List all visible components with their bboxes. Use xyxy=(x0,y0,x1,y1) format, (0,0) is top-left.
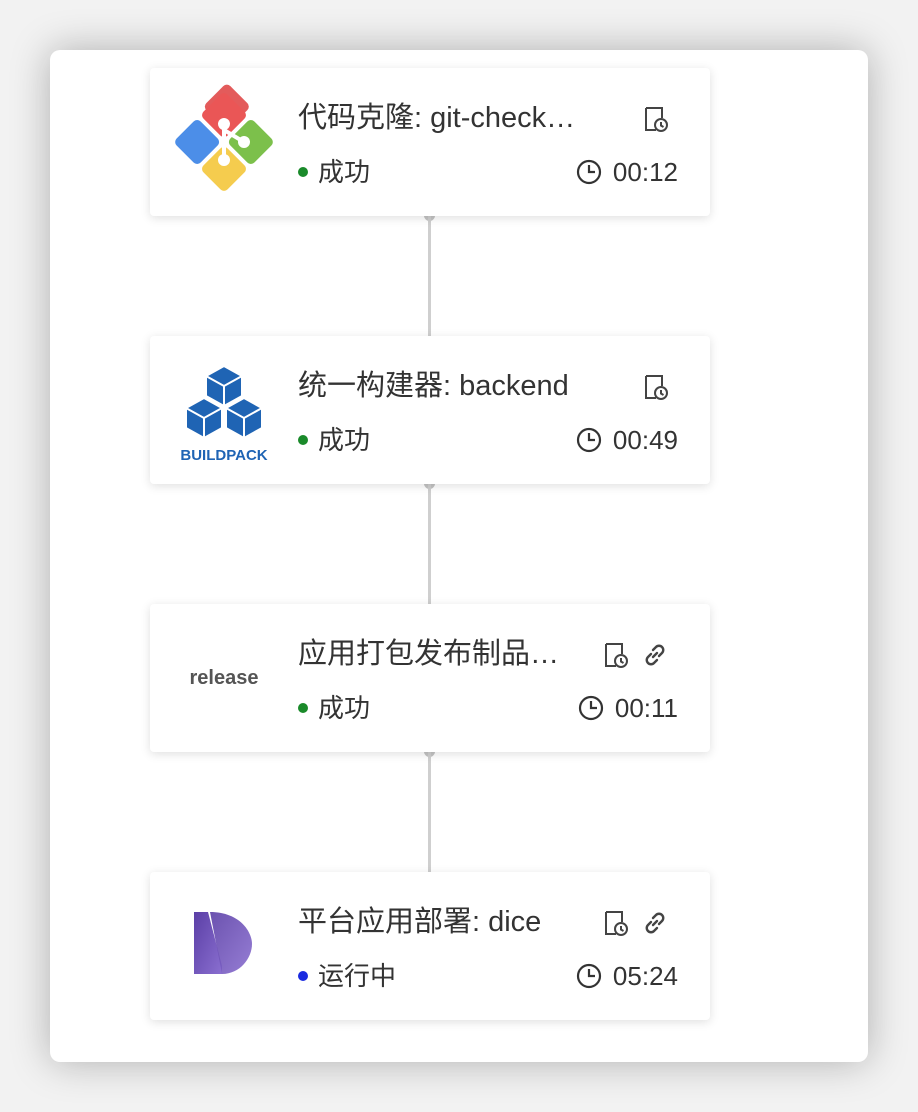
link-icon[interactable] xyxy=(640,908,670,938)
status-dot xyxy=(298,435,308,445)
duration-text: 05:24 xyxy=(612,961,678,991)
duration: 00:11 xyxy=(577,690,678,726)
status-dot xyxy=(298,703,308,713)
step-title: 代码克隆: git-check… xyxy=(298,102,576,134)
pipeline-step-release[interactable]: release 应用打包发布制品… 成功 00:11 xyxy=(150,604,710,752)
step-title: 平台应用部署: dice xyxy=(298,906,542,938)
clock-icon xyxy=(576,159,602,185)
duration-text: 00:12 xyxy=(612,157,678,187)
log-icon[interactable] xyxy=(640,372,670,402)
duration-text: 00:49 xyxy=(612,425,678,455)
step-title: 应用打包发布制品… xyxy=(298,638,560,670)
release-logo: release xyxy=(166,620,282,736)
status-badge: 成功 xyxy=(298,154,370,190)
pipeline-step-buildpack[interactable]: BUILDPACK 统一构建器: backend 成功 00:49 xyxy=(150,336,710,484)
clock-icon xyxy=(576,427,602,453)
status-dot xyxy=(298,971,308,981)
git-icon xyxy=(166,84,282,200)
buildpack-logo-text: BUILDPACK xyxy=(180,447,267,464)
link-icon[interactable] xyxy=(640,640,670,670)
log-icon[interactable] xyxy=(600,908,630,938)
log-icon[interactable] xyxy=(640,104,670,134)
clock-icon xyxy=(576,963,602,989)
duration-text: 00:11 xyxy=(614,693,678,723)
status-text: 运行中 xyxy=(318,961,397,991)
release-logo-text: release xyxy=(190,667,259,689)
status-text: 成功 xyxy=(318,157,371,187)
duration: 00:49 xyxy=(575,422,678,458)
duration: 05:24 xyxy=(575,958,678,994)
status-text: 成功 xyxy=(318,693,371,723)
dice-icon xyxy=(166,888,282,1004)
status-badge: 成功 xyxy=(298,422,370,458)
pipeline-step-git-checkout[interactable]: 代码克隆: git-check… 成功 00:12 xyxy=(150,68,710,216)
status-dot xyxy=(298,167,308,177)
status-text: 成功 xyxy=(318,425,371,455)
connector-line xyxy=(428,216,431,336)
connector-line xyxy=(428,484,431,604)
duration: 00:12 xyxy=(575,154,678,190)
status-badge: 成功 xyxy=(298,690,370,726)
pipeline-step-dice-deploy[interactable]: 平台应用部署: dice 运行中 05:24 xyxy=(150,872,710,1020)
clock-icon xyxy=(578,695,603,721)
status-badge: 运行中 xyxy=(298,958,396,994)
buildpack-icon: BUILDPACK xyxy=(166,352,282,468)
step-title: 统一构建器: backend xyxy=(298,370,569,402)
connector-line xyxy=(428,752,431,872)
log-icon[interactable] xyxy=(600,640,630,670)
